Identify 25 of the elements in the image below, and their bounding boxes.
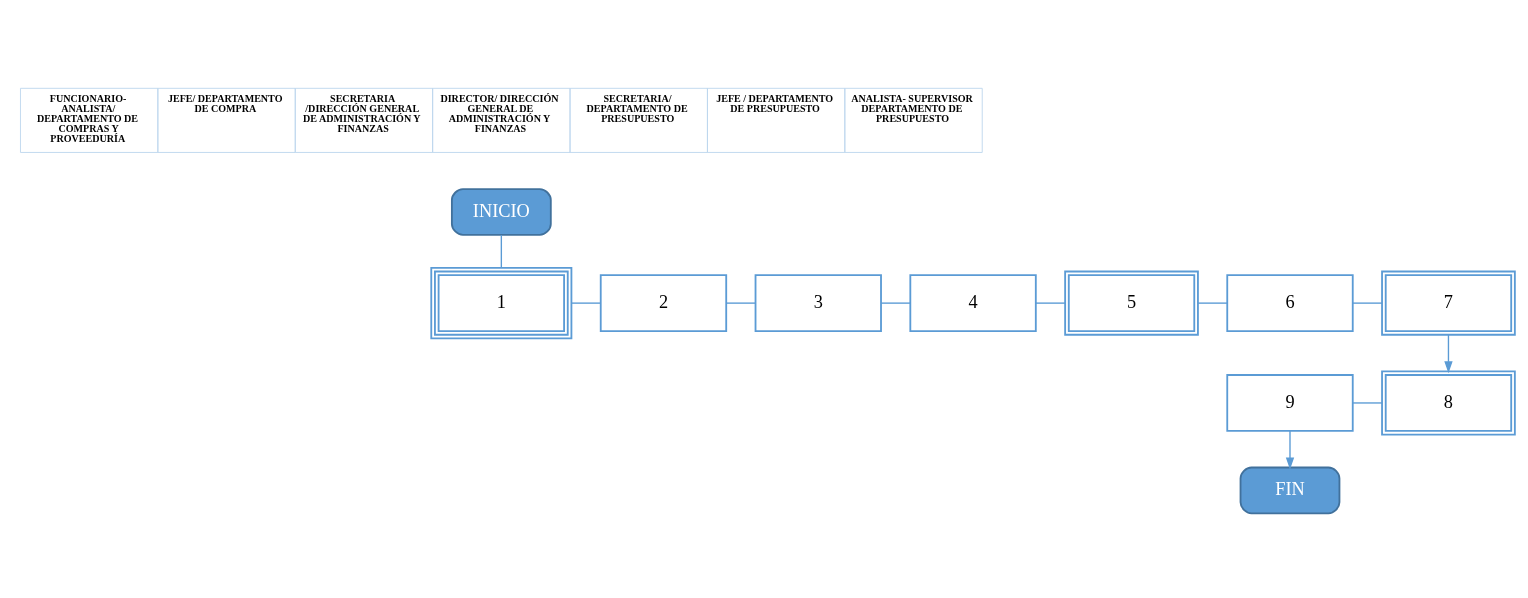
connector	[500, 234, 503, 269]
connector	[725, 302, 757, 304]
label: DIRECTOR/ DIRECCIÓN GENERAL DE ADMINISTRACIÓN Y FINANZAS	[440, 92, 559, 135]
arrow	[1444, 334, 1453, 374]
connector	[1352, 302, 1383, 304]
node-box: 1	[430, 266, 573, 340]
label: ANALISTA- SUPERVISOR DEPARTAMENTO DE PRESUPUESTO	[851, 92, 973, 125]
arrow	[1285, 430, 1295, 470]
connector	[1197, 302, 1228, 304]
label: JEFE / DEPARTAMENTO DE PRESUPUESTO	[716, 92, 834, 114]
connector	[880, 302, 911, 304]
node-box: FIN	[1239, 466, 1341, 515]
node-box: 4	[909, 274, 1037, 332]
label: SECRETARIA/ DEPARTAMENTO DE PRESUPUESTO	[586, 92, 688, 125]
label: JEFE/ DEPARTAMENTO DE COMPRA	[167, 92, 283, 114]
connector	[1352, 402, 1383, 404]
node-box: 3	[754, 274, 882, 332]
node-box: 2	[599, 274, 728, 332]
node-box: INICIO	[450, 188, 552, 236]
node-box: 9	[1226, 374, 1354, 432]
label: FUNCIONARIO- ANALISTA/ DEPARTAMENTO DE COMPRAS Y PROVEEDURÍA	[36, 92, 139, 145]
connector	[570, 302, 602, 304]
connector	[1035, 302, 1066, 304]
node-box: 6	[1226, 274, 1354, 332]
label: SECRETARIA /DIRECCIÓN GENERAL DE ADMINISTRACIÓN Y FINANZAS	[303, 92, 421, 135]
